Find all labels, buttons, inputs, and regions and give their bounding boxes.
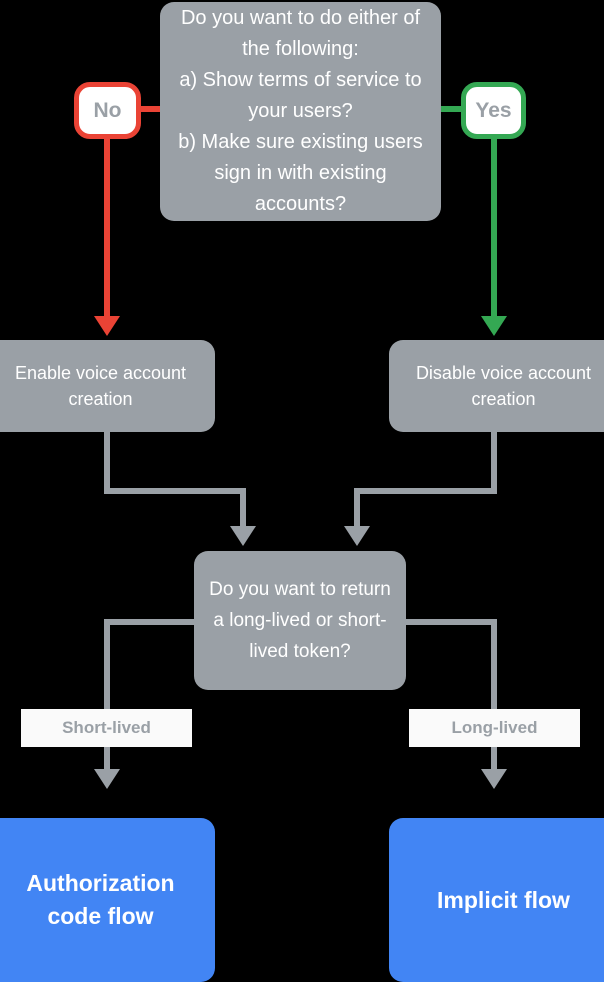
process-node-disable-voice-account-creation[interactable]: Disable voice account creation xyxy=(389,340,604,432)
edge-enable-drop xyxy=(240,488,246,528)
edge-long-arrowhead xyxy=(481,769,507,789)
edge-disable-across xyxy=(354,488,497,494)
edge-disable-arrowhead xyxy=(344,526,370,546)
decision-node-token-lifetime[interactable]: Do you want to return a long-lived or sh… xyxy=(194,551,406,690)
branch-badge-no[interactable]: No xyxy=(74,82,141,139)
edge-long-vertical xyxy=(491,619,497,771)
edge-label-short-lived: Short-lived xyxy=(21,709,192,747)
edge-short-vertical xyxy=(104,619,110,771)
decision-node-terms-of-service[interactable]: Do you want to do either of the followin… xyxy=(160,2,441,221)
edge-yes-horizontal xyxy=(437,106,465,112)
edge-short-arrowhead xyxy=(94,769,120,789)
edge-enable-across xyxy=(104,488,246,494)
outcome-node-authorization-code-flow[interactable]: Authorization code flow xyxy=(0,818,215,982)
edge-no-vertical xyxy=(104,136,110,318)
edge-yes-arrowhead xyxy=(481,316,507,336)
edge-no-arrowhead xyxy=(94,316,120,336)
process-node-enable-voice-account-creation[interactable]: Enable voice account creation xyxy=(0,340,215,432)
edge-long-across xyxy=(400,619,497,625)
edge-disable-down xyxy=(491,432,497,494)
edge-disable-drop xyxy=(354,488,360,528)
edge-enable-down xyxy=(104,432,110,494)
edge-yes-vertical xyxy=(491,136,497,318)
outcome-node-implicit-flow[interactable]: Implicit flow xyxy=(389,818,604,982)
edge-no-horizontal xyxy=(134,106,164,112)
edge-short-across xyxy=(104,619,200,625)
branch-badge-yes[interactable]: Yes xyxy=(461,82,526,139)
edge-label-long-lived: Long-lived xyxy=(409,709,580,747)
edge-enable-arrowhead xyxy=(230,526,256,546)
